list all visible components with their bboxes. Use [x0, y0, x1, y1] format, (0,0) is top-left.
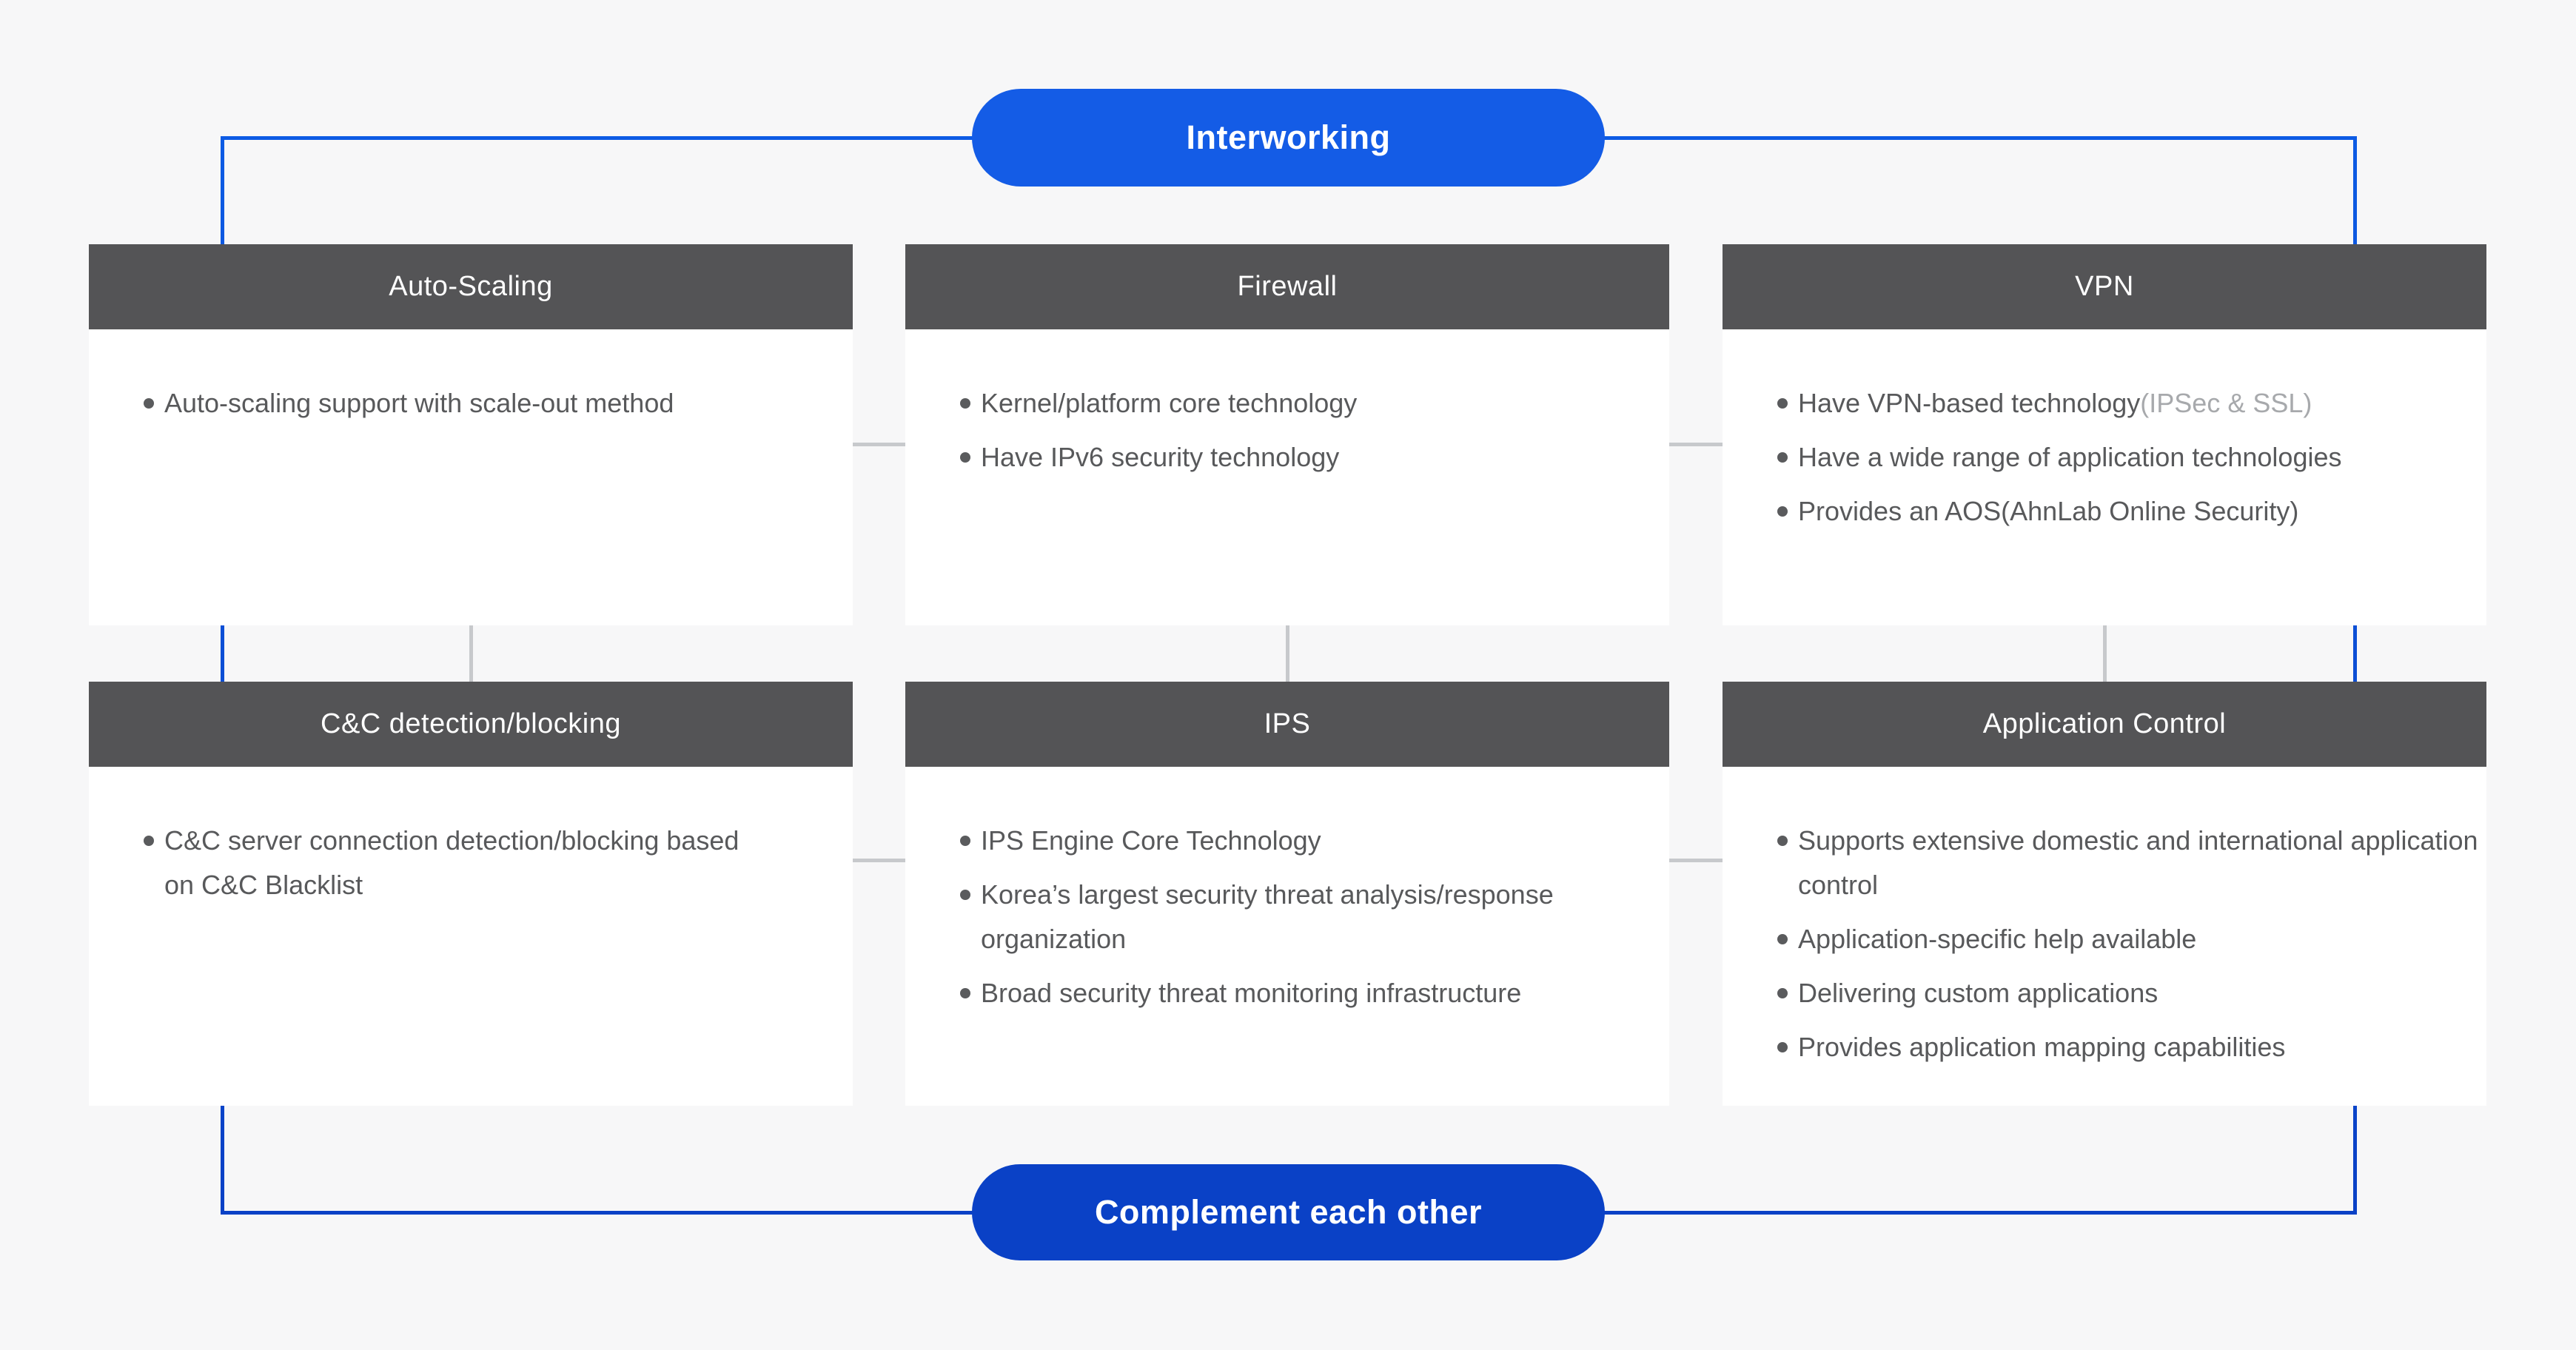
muted-suffix: (IPSec & SSL) — [2140, 388, 2312, 418]
box-application-control-list: Supports extensive domestic and internat… — [1777, 819, 2481, 1069]
list-item: Supports extensive domestic and internat… — [1777, 819, 2481, 907]
box-auto-scaling-title: Auto-Scaling — [89, 244, 853, 329]
complement-pill: Complement each other — [972, 1164, 1605, 1260]
connector-row1-left — [851, 443, 909, 446]
list-item: Auto-scaling support with scale-out meth… — [144, 381, 847, 426]
connector-col1-vertical — [469, 625, 473, 683]
box-vpn-title: VPN — [1723, 244, 2486, 329]
list-item: Broad security threat monitoring infrast… — [960, 971, 1663, 1015]
box-firewall: Firewall Kernel/platform core technology… — [905, 244, 1669, 625]
box-application-control-title: Application Control — [1723, 682, 2486, 767]
list-item: Have IPv6 security technology — [960, 435, 1663, 480]
list-item: Korea’s largest security threat analysis… — [960, 873, 1617, 961]
list-item: Kernel/platform core technology — [960, 381, 1663, 426]
box-auto-scaling-list: Auto-scaling support with scale-out meth… — [144, 381, 847, 426]
connector-col2-vertical — [1286, 625, 1289, 683]
box-application-control: Application Control Supports extensive d… — [1723, 682, 2486, 1106]
box-auto-scaling: Auto-Scaling Auto-scaling support with s… — [89, 244, 853, 625]
connector-line-left — [221, 136, 224, 1215]
connector-line-right — [2353, 136, 2357, 1215]
list-item: Have VPN-based technology(IPSec & SSL) — [1777, 381, 2481, 426]
box-cc-detection-list: C&C server connection detection/blocking… — [144, 819, 847, 907]
interworking-pill: Interworking — [972, 89, 1605, 187]
connector-col3-vertical — [2103, 625, 2107, 683]
connector-row2-left — [851, 859, 909, 862]
connector-row2-right — [1667, 859, 1725, 862]
box-cc-detection: C&C detection/blocking C&C server connec… — [89, 682, 853, 1106]
box-vpn-list: Have VPN-based technology(IPSec & SSL) H… — [1777, 381, 2481, 534]
list-item: Provides application mapping capabilitie… — [1777, 1025, 2481, 1069]
box-cc-detection-title: C&C detection/blocking — [89, 682, 853, 767]
box-firewall-title: Firewall — [905, 244, 1669, 329]
box-ips-title: IPS — [905, 682, 1669, 767]
list-item: IPS Engine Core Technology — [960, 819, 1663, 863]
list-item: Have a wide range of application technol… — [1777, 435, 2481, 480]
list-item: Delivering custom applications — [1777, 971, 2481, 1015]
interworking-pill-label: Interworking — [1186, 118, 1391, 156]
box-ips: IPS IPS Engine Core Technology Korea’s l… — [905, 682, 1669, 1106]
box-vpn: VPN Have VPN-based technology(IPSec & SS… — [1723, 244, 2486, 625]
list-item: Provides an AOS(AhnLab Online Security) — [1777, 489, 2481, 534]
connector-row1-right — [1667, 443, 1725, 446]
complement-pill-label: Complement each other — [1094, 1193, 1483, 1231]
list-item: C&C server connection detection/blocking… — [144, 819, 771, 907]
box-ips-list: IPS Engine Core Technology Korea’s large… — [960, 819, 1663, 1015]
box-firewall-list: Kernel/platform core technology Have IPv… — [960, 381, 1663, 480]
list-item: Application-specific help available — [1777, 917, 2481, 961]
